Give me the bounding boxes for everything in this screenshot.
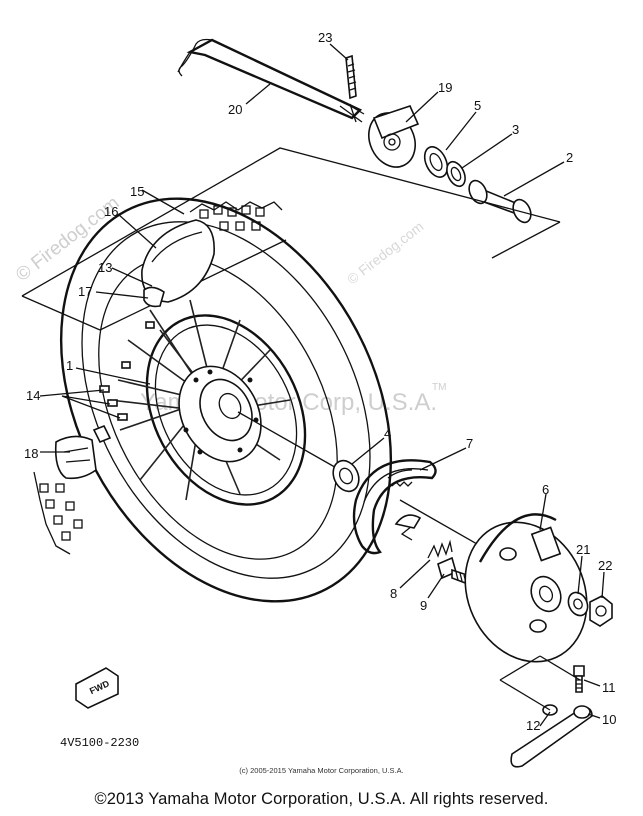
part-label-8: 8 (390, 586, 397, 601)
nut-22 (589, 595, 613, 627)
brake-arm-10 (510, 705, 593, 768)
tread-top (189, 201, 283, 231)
seal-3 (446, 160, 466, 188)
part-label-14: 14 (26, 388, 40, 403)
watermark-tm: TM (432, 382, 446, 393)
part-label-6: 6 (542, 482, 549, 497)
bolt-11 (573, 665, 585, 693)
part-label-15: 15 (130, 184, 144, 199)
part-labels: 23 20 19 5 3 2 15 16 13 17 1 14 18 4 7 6… (24, 30, 616, 733)
axle (177, 38, 365, 123)
part-label-7: 7 (466, 436, 473, 451)
part-label-23: 23 (318, 30, 332, 45)
arm-outline (499, 655, 581, 711)
part-label-5: 5 (474, 98, 481, 113)
fwd-marker: FWD (75, 667, 119, 709)
part-label-1: 1 (66, 358, 73, 373)
part-label-13: 13 (98, 260, 112, 275)
bearing-4 (332, 459, 360, 493)
drawing-code: 4V5100-2230 (60, 736, 139, 750)
part-label-9: 9 (420, 598, 427, 613)
part-label-12: 12 (526, 718, 540, 733)
washer-21 (567, 591, 589, 617)
part-label-18: 18 (24, 446, 38, 461)
bolt-23 (345, 54, 357, 100)
brake-shoe-7 (352, 459, 437, 555)
gear-box-19 (368, 105, 420, 168)
part-label-21: 21 (576, 542, 590, 557)
part-label-4: 4 (384, 426, 391, 441)
rim (145, 314, 307, 506)
tread-bottom (33, 471, 83, 555)
watermark-logo-mid: © Firedog.com (344, 218, 426, 287)
bearing-5 (423, 146, 449, 178)
assembly-outline (21, 147, 561, 331)
part-label-19: 19 (438, 80, 452, 95)
part-label-16: 16 (104, 204, 118, 219)
rim-band-17 (143, 286, 165, 308)
leader-lines (39, 43, 605, 727)
rim-lock-18 (54, 424, 112, 480)
main-copyright: ©2013 Yamaha Motor Corporation, U.S.A. A… (94, 790, 549, 808)
part-label-11: 11 (602, 680, 616, 695)
hub (178, 365, 262, 463)
part-label-2: 2 (566, 150, 573, 165)
small-copyright: (c) 2005-2015 Yamaha Motor Corporation, … (239, 766, 404, 775)
part-label-20: 20 (228, 102, 242, 117)
part-label-3: 3 (512, 122, 519, 137)
brake-plate-6 (464, 513, 588, 663)
axis-line (237, 411, 341, 471)
part-label-10: 10 (602, 712, 616, 727)
part-label-17: 17 (78, 284, 92, 299)
part-label-22: 22 (598, 558, 612, 573)
spring-8 (427, 539, 453, 559)
